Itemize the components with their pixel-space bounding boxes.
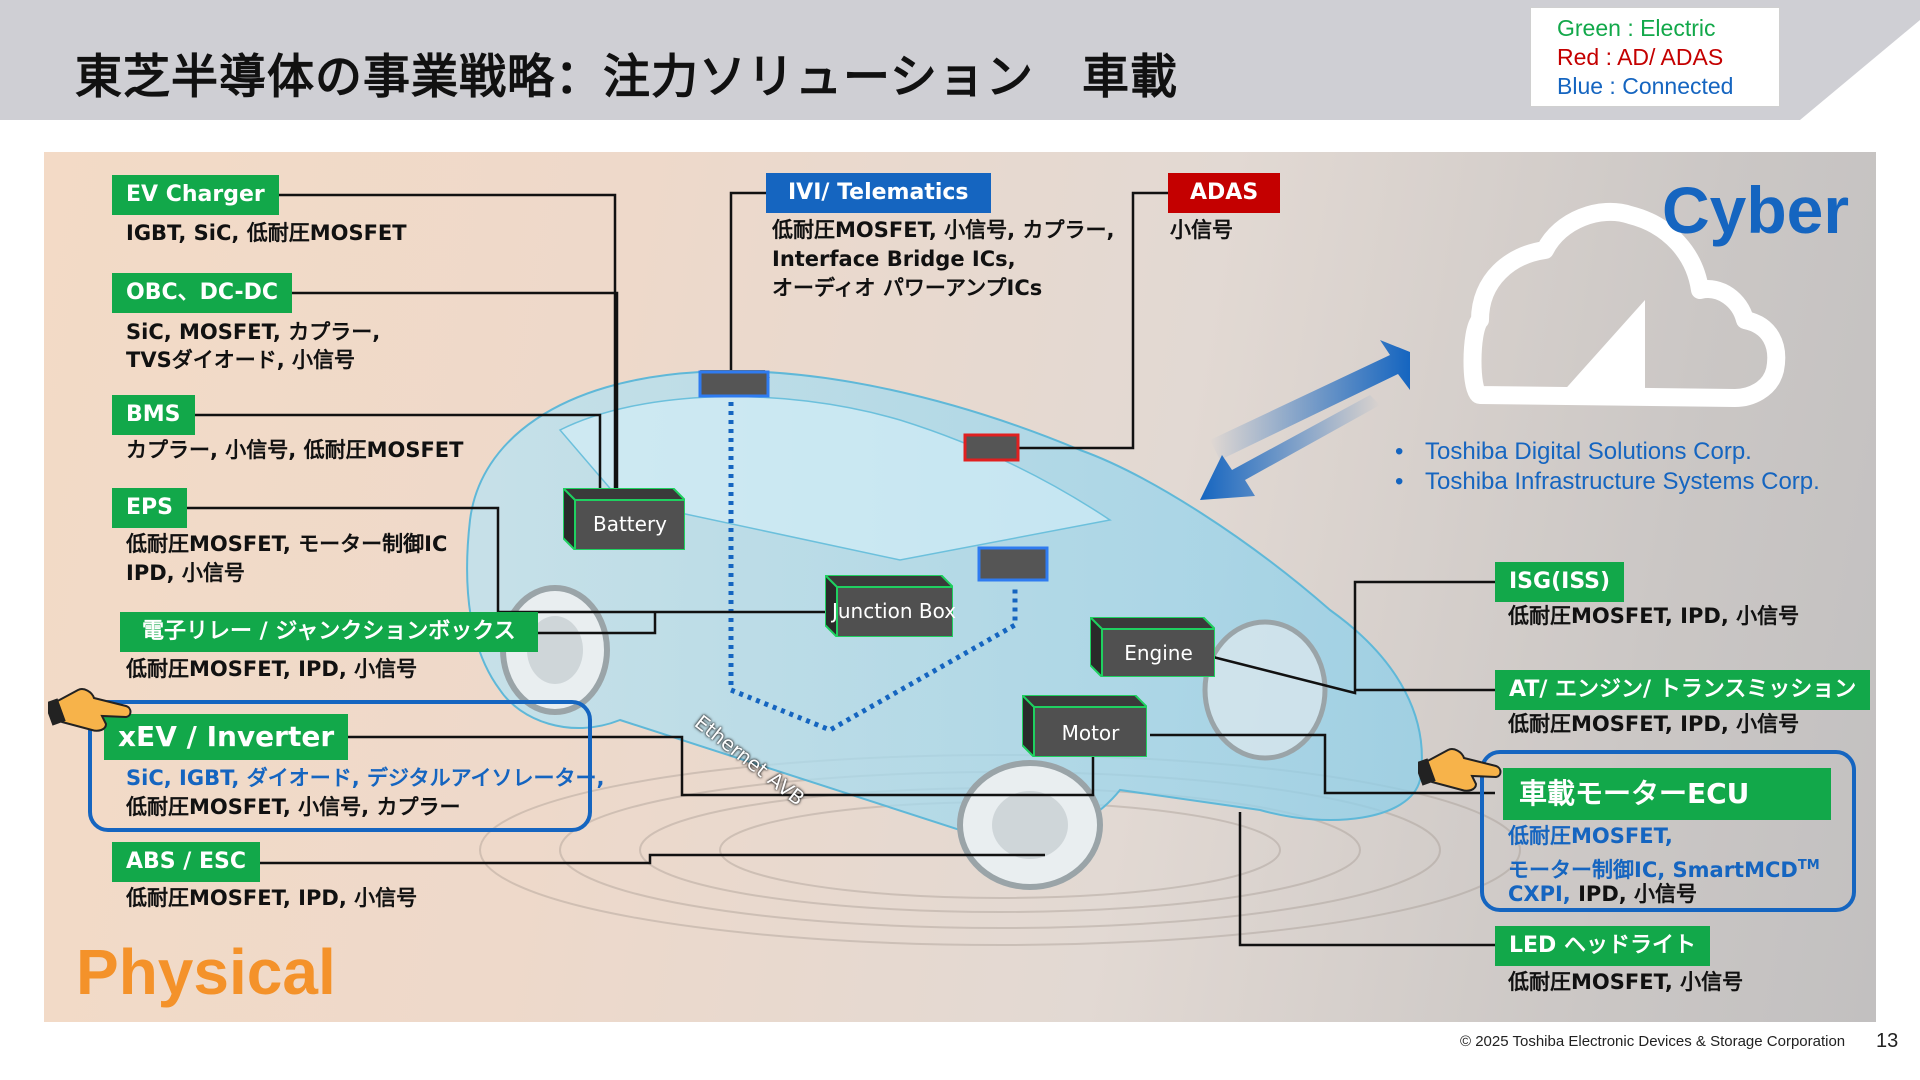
bms-desc: カプラー, 小信号, 低耐圧MOSFET: [126, 438, 464, 462]
isg-iss-tag: ISG(ISS): [1495, 562, 1625, 602]
obc-dcdc-desc-1: SiC, MOSFET, カプラー,: [126, 320, 381, 344]
motor-ecu-desc-2: モーター制御IC, SmartMCDTM: [1508, 851, 1820, 885]
legend-blue: Blue : Connected: [1557, 73, 1734, 99]
trademark-mark: TM: [1797, 858, 1820, 873]
engine-module: Engine: [1090, 617, 1215, 677]
copyright: © 2025 Toshiba Electronic Devices & Stor…: [1460, 1033, 1846, 1050]
relay-junction-desc: 低耐圧MOSFET, IPD, 小信号: [126, 657, 418, 681]
cyber-label: Cyber: [1662, 173, 1850, 247]
junction-box-label: Junction Box: [831, 599, 957, 623]
obc-dcdc-desc-2: TVSダイオード, 小信号: [126, 348, 355, 372]
eps-desc-1: 低耐圧MOSFET, モーター制御IC: [126, 532, 448, 556]
isg-iss-desc: 低耐圧MOSFET, IPD, 小信号: [1508, 604, 1800, 628]
adas-module: [963, 433, 1020, 462]
engine-cube-icon: [1090, 617, 1215, 677]
relay-junction-tag: 電子リレー / ジャンクションボックス: [120, 612, 538, 652]
xev-inverter-highlight: [88, 700, 592, 832]
cloud-icon: [1463, 202, 1786, 407]
legend-red: Red : AD/ ADAS: [1557, 44, 1724, 70]
connected-module-top: [698, 370, 770, 398]
partner-item: Toshiba Digital Solutions Corp.: [1395, 437, 1820, 467]
color-legend: Green : Electric Red : AD/ ADAS Blue : C…: [1530, 7, 1780, 107]
ev-charger-desc: IGBT, SiC, 低耐圧MOSFET: [126, 221, 407, 245]
motor-label: Motor: [1061, 721, 1120, 745]
ivi-telematics-desc-3: オーディオ パワーアンプICs: [772, 276, 1043, 300]
at-engine-transmission-desc: 低耐圧MOSFET, IPD, 小信号: [1508, 712, 1800, 736]
legend-green: Green : Electric: [1557, 15, 1716, 41]
motor-ecu-tag: 車載モーターECU: [1503, 768, 1831, 820]
adas-desc: 小信号: [1170, 218, 1233, 242]
physical-label: Physical: [76, 936, 336, 1008]
obc-dcdc-tag: OBC、DC-DC: [112, 273, 293, 313]
ethernet-avb-line: [728, 393, 1018, 733]
partner-list: Toshiba Digital Solutions Corp. Toshiba …: [1395, 437, 1820, 497]
at-engine-transmission-tag: AT/ エンジン/ トランスミッション: [1495, 670, 1871, 710]
adas-tag: ADAS: [1168, 173, 1281, 213]
page-number: 13: [1876, 1030, 1899, 1052]
junction-box-module: Junction Box: [825, 575, 956, 637]
motor-ecu-desc-2-text: モーター制御IC, SmartMCD: [1508, 858, 1798, 882]
xev-inverter-desc-2: 低耐圧MOSFET, 小信号, カプラー: [126, 795, 461, 819]
ivi-telematics-desc-1: 低耐圧MOSFET, 小信号, カプラー,: [772, 218, 1115, 242]
eps-tag: EPS: [112, 488, 187, 528]
abs-esc-tag: ABS / ESC: [112, 842, 261, 882]
engine-label: Engine: [1124, 641, 1193, 665]
cyber-physical-arrows: [1200, 340, 1410, 500]
motor-module: Motor: [1022, 695, 1147, 757]
pointing-hand-icon: [48, 688, 132, 732]
led-headlight-desc: 低耐圧MOSFET, 小信号: [1508, 970, 1744, 994]
bms-tag: BMS: [112, 395, 195, 435]
eps-desc-2: IPD, 小信号: [126, 561, 245, 585]
led-headlight-tag: LED ヘッドライト: [1495, 926, 1710, 966]
pointing-hand-icon: [1418, 748, 1502, 792]
motor-ecu-cxpi: CXPI,: [1508, 882, 1571, 906]
battery-module: Battery: [563, 488, 685, 550]
ev-charger-tag: EV Charger: [112, 175, 279, 215]
page-title: 東芝半導体の事業戦略：注力ソリューション 車載: [75, 50, 1179, 105]
xev-inverter-desc-1: SiC, IGBT, ダイオード, デジタルアイソレーター,: [126, 766, 605, 790]
motor-ecu-desc-1: 低耐圧MOSFET,: [1508, 824, 1673, 848]
junction-cube-icon: [825, 575, 953, 637]
battery-label: Battery: [592, 512, 668, 536]
motor-cube-icon: [1022, 695, 1147, 757]
battery-cube-icon: [563, 488, 685, 550]
ivi-telematics-tag: IVI/ Telematics: [766, 173, 991, 213]
partner-item: Toshiba Infrastructure Systems Corp.: [1395, 467, 1820, 497]
motor-ecu-highlight: [1480, 750, 1856, 912]
ivi-telematics-desc-2: Interface Bridge ICs,: [772, 247, 1016, 271]
abs-esc-desc: 低耐圧MOSFET, IPD, 小信号: [126, 886, 418, 910]
connected-module-mid: [977, 546, 1049, 582]
xev-inverter-tag: xEV / Inverter: [104, 714, 349, 760]
motor-ecu-desc-3-rest: IPD, 小信号: [1570, 882, 1698, 906]
motor-ecu-desc-3: CXPI, IPD, 小信号: [1508, 880, 1697, 909]
